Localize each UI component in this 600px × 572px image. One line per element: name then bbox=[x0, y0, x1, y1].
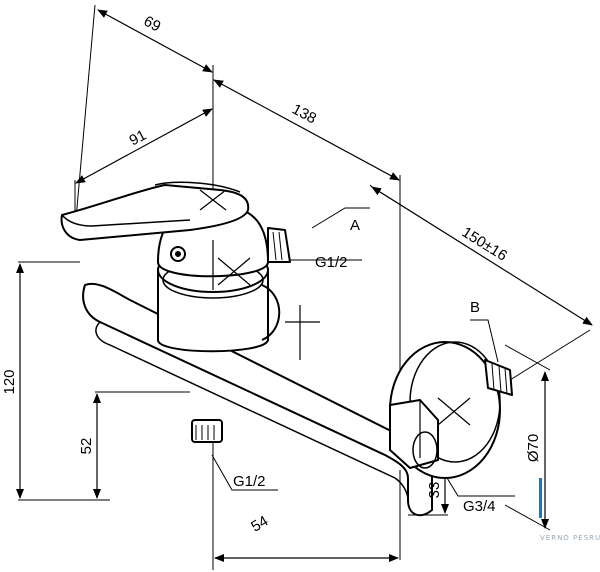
dimension-69: 69 bbox=[141, 13, 164, 36]
dim-line-150 bbox=[371, 186, 593, 326]
dimension-lines bbox=[16, 9, 593, 562]
dim-line-69 bbox=[97, 9, 213, 73]
lever-handle bbox=[60, 184, 250, 241]
dimension-52: 52 bbox=[78, 438, 95, 455]
dim-line-138 bbox=[213, 79, 400, 181]
dimension-150: 150±16 bbox=[459, 224, 510, 265]
dimension-70: Ø70 bbox=[525, 434, 542, 462]
callout-b: B bbox=[470, 299, 480, 316]
dimension-33: 33 bbox=[426, 482, 443, 499]
dimension-120: 120 bbox=[1, 369, 18, 394]
callout-a: A bbox=[350, 217, 360, 234]
callout-g12-top: G1/2 bbox=[315, 254, 348, 271]
watermark-text: VERNO PESRUS bbox=[540, 534, 600, 542]
callout-g12-bottom: G1/2 bbox=[233, 473, 266, 490]
callout-g34: G3/4 bbox=[463, 498, 496, 515]
dimension-91: 91 bbox=[127, 127, 150, 150]
watermark-bar bbox=[539, 478, 542, 518]
dimension-54: 54 bbox=[248, 513, 271, 536]
dim-line-91 bbox=[75, 108, 213, 184]
center-marks bbox=[199, 189, 471, 426]
mixer-cylinder bbox=[157, 269, 269, 353]
faucet-body bbox=[60, 181, 513, 517]
